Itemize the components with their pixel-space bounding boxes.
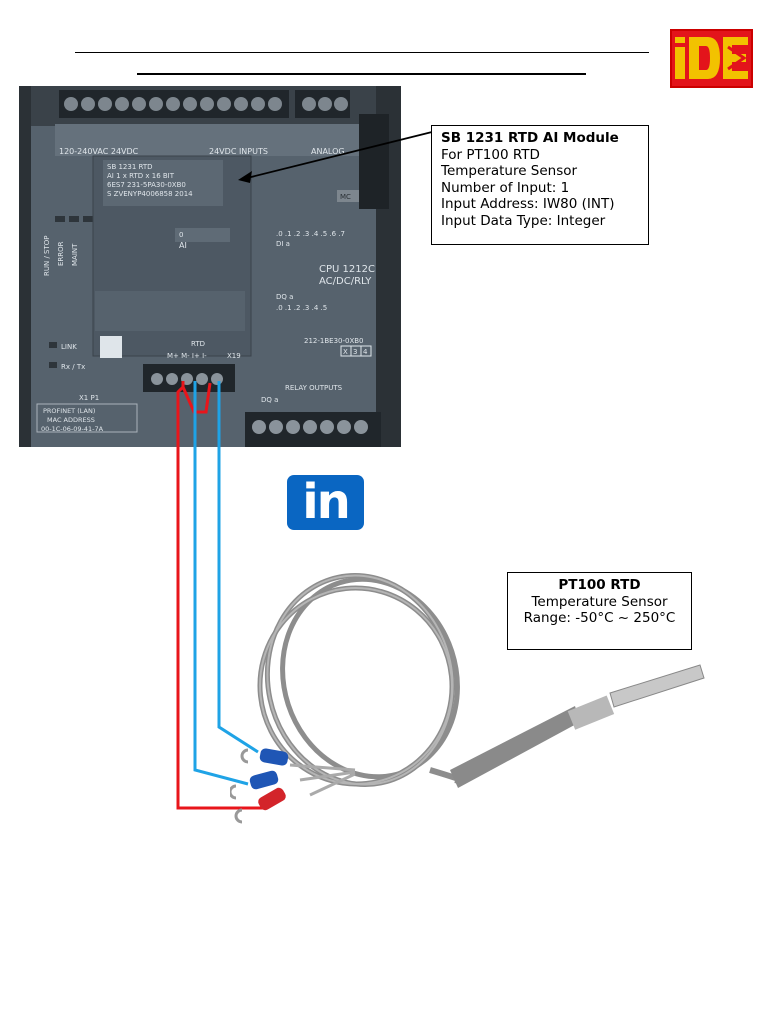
- profinet-label: PROFINET (LAN): [43, 407, 95, 415]
- plc-model-1: CPU 1212C: [319, 264, 375, 275]
- plc-top-label-inputs: 24VDC INPUTS: [209, 147, 268, 156]
- plc-model-2: AC/DC/RLY: [319, 276, 372, 287]
- ai-value: 0: [179, 231, 183, 239]
- plc-photo: 120-240VAC 24VDC 24VDC INPUTS ANALOG RUN…: [19, 86, 401, 447]
- board-line-1: SB 1231 RTD: [107, 163, 153, 171]
- svg-text:4: 4: [363, 348, 368, 356]
- rtd-terminals: M+ M- I+ I-: [167, 352, 207, 360]
- x-label-boxes: X 3 4: [340, 345, 372, 357]
- dq-numbers: .0 .1 .2 .3 .4 .5: [276, 304, 327, 312]
- red-wire-main: [176, 381, 265, 810]
- pt100-sensor-illustration: [230, 573, 705, 824]
- module-callout-title: SB 1231 RTD AI Module: [441, 130, 619, 146]
- lug-blue-bottom: [230, 770, 279, 800]
- svg-text:X: X: [343, 348, 348, 356]
- di-label: DI a: [276, 240, 290, 248]
- header-line-top: [75, 52, 649, 53]
- rxtx-label: Rx / Tx: [61, 363, 85, 371]
- board-line-3: 6ES7 231-5PA30-0XB0: [107, 181, 186, 189]
- board-line-2: AI 1 x RTD x 16 BIT: [107, 172, 175, 180]
- plc-status-maint: MAINT: [71, 243, 79, 266]
- svg-text:3: 3: [353, 348, 357, 356]
- plc-top-label-analog: ANALOG: [311, 147, 345, 156]
- module-callout-line: Input Address: IW80 (INT): [441, 196, 615, 212]
- link-label: LINK: [61, 343, 77, 351]
- relay-label: RELAY OUTPUTS: [285, 384, 343, 392]
- callout-arrowhead: [238, 171, 252, 183]
- sensor-callout-line: Range: -50°C ~ 250°C: [523, 610, 676, 626]
- blue-wire-2: [217, 381, 259, 754]
- x19-label: X19: [227, 352, 241, 360]
- sensor-callout: PT100 RTD Temperature Sensor Range: -50°…: [507, 572, 692, 650]
- header-line-bottom: [137, 73, 586, 75]
- relay-sub: DQ a: [261, 396, 278, 404]
- mac-address: 00-1C-06-09-41-7A: [41, 425, 104, 433]
- x1p1-label: X1 P1: [79, 394, 99, 402]
- module-callout-line: Input Data Type: Integer: [441, 212, 606, 229]
- mc-label: MC: [340, 193, 351, 201]
- linkedin-icon: in: [287, 475, 364, 530]
- plc-status-error: ERROR: [57, 241, 65, 266]
- logo-graphic: [675, 37, 748, 79]
- callout-arrow: [246, 131, 433, 179]
- module-callout-line: Temperature Sensor: [441, 163, 578, 179]
- signal-board-sb1231: SB 1231 RTD AI 1 x RTD x 16 BIT 6ES7 231…: [92, 155, 252, 360]
- module-callout-line: Number of Input: 1: [441, 179, 570, 196]
- red-wire-jumper: [181, 382, 212, 414]
- sensor-callout-line: Temperature Sensor: [531, 593, 668, 610]
- plc-top-label-power: 120-240VAC 24VDC: [59, 147, 139, 156]
- linkedin-text: in: [302, 474, 351, 530]
- lug-blue-top: [240, 748, 289, 766]
- company-logo: [670, 29, 753, 88]
- di-numbers: .0 .1 .2 .3 .4 .5 .6 .7: [276, 230, 345, 238]
- top-terminal-block: [59, 90, 350, 118]
- module-callout-line: For PT100 RTD: [441, 146, 540, 163]
- mac-title: MAC ADDRESS: [47, 416, 95, 424]
- dq-label: DQ a: [276, 293, 293, 301]
- module-callout: SB 1231 RTD AI Module For PT100 RTD Temp…: [431, 125, 649, 245]
- blue-wire-1: [193, 381, 249, 786]
- plc-status-run: RUN / STOP: [43, 236, 51, 276]
- order-number: 212-1BE30-0XB0: [304, 337, 364, 345]
- sensor-callout-title: PT100 RTD: [558, 577, 641, 593]
- board-line-4: S ZVENYP4006858 2014: [107, 190, 193, 198]
- rtd-label: RTD: [191, 340, 205, 348]
- lug-red: [234, 787, 286, 824]
- relay-terminal-block: [245, 412, 381, 447]
- ai-label: AI: [179, 241, 187, 250]
